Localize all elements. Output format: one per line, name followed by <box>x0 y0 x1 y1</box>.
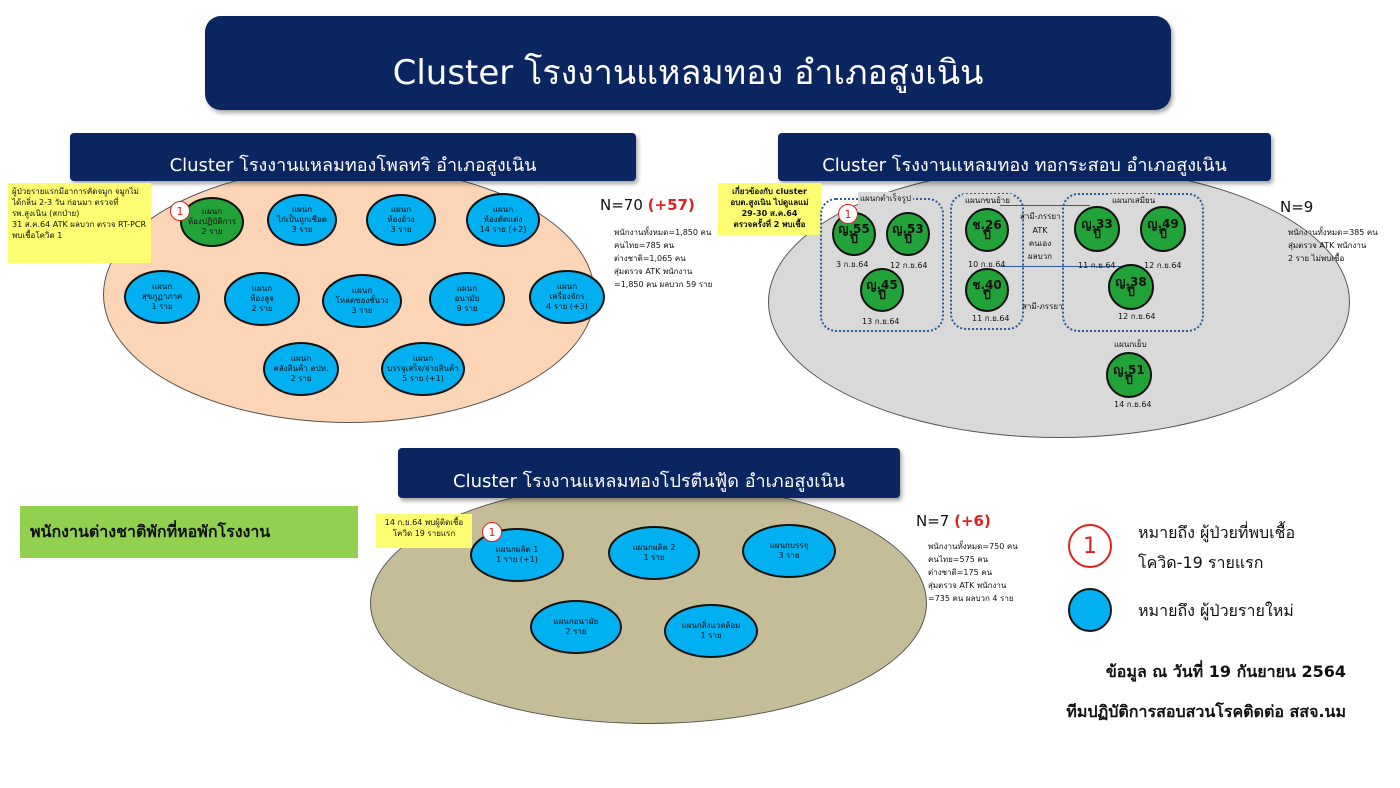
cluster2-title: Cluster โรงงานแหลมทอง ทอกระสอบ อำเภอสูงเ… <box>822 154 1227 176</box>
group-finished-goods-title: แผนกตำเร็จรูป <box>858 192 913 205</box>
relation-mid-label: ATK คนเอง ผลบวก <box>1028 226 1053 261</box>
c2-date-4: 10 ก.ย.64 <box>968 260 1006 269</box>
c2-person-3: ญ.45 ปี <box>860 268 904 312</box>
foreign-workers-box: พนักงานต่างชาติพักที่หอพักโรงงาน <box>20 506 358 558</box>
relation-line-top <box>1000 205 1090 206</box>
c2-person-7: ญ.49 ปี <box>1140 206 1186 252</box>
cluster3-title: Cluster โรงงานแหลมทองโปรตีนฟู้ด อำเภอสูง… <box>453 470 845 492</box>
cluster1-title: Cluster โรงงานแหลมทองโพลทริ อำเภอสูงเนิน <box>169 154 537 176</box>
c2-date-8: 12 ก.ย.64 <box>1118 312 1156 321</box>
relation-top-label: สามี-ภรรยา <box>1020 212 1061 221</box>
legend-first-case-text: หมายถึง ผู้ป่วยที่พบเชื้อ โควิด-19 รายแร… <box>1138 523 1296 572</box>
cluster2-n-label: N=9 <box>1280 198 1314 216</box>
c2-first-case-marker: 1 <box>838 204 858 224</box>
group-clerk-title: แผนกเสมียน <box>1110 194 1158 207</box>
c2-person-2: ญ.53 ปี <box>886 212 930 256</box>
legend-new-case-text: หมายถึง ผู้ป่วยรายใหม่ <box>1138 601 1294 620</box>
cluster2-stats: พนักงานทั้งหมด=385 คน สุ่มตรวจ ATK พนักง… <box>1288 228 1378 263</box>
c2-person-6: ญ.33 ปี <box>1074 206 1120 252</box>
cluster2-banner: Cluster โรงงานแหลมทอง ทอกระสอบ อำเภอสูงเ… <box>778 133 1271 181</box>
footer-date: ข้อมูล ณ วันที่ 19 กันยายน 2564 <box>1105 662 1346 681</box>
c2-date-2: 12 ก.ย.64 <box>890 261 928 270</box>
relation-line-bottom <box>1000 266 1125 267</box>
c2-person-4: ช.26 ปี <box>965 208 1009 252</box>
c2-date-9: 14 ก.ย.64 <box>1114 400 1152 409</box>
footer-team: ทีมปฏิบัติการสอบสวนโรคติดต่อ สสจ.นม <box>1066 702 1346 721</box>
c2-date-6: 11 ก.ย.64 <box>1078 261 1116 270</box>
c1-node-10: แผนกคลังสินค้า ตปท.2 ราย <box>263 342 339 396</box>
cluster3-note: 14 ก.ย.64 พบผู้ติดเชื้อ โควิด 19 รายแรก <box>376 514 472 548</box>
c2-person-9: ญ.51 ปี <box>1106 352 1152 398</box>
cluster1-note: ผู้ป่วยรายแรกมีอาการคัดจมูก จมูกไม่ได้กล… <box>8 183 151 263</box>
c3-first-case-marker: 1 <box>482 522 502 542</box>
main-title-banner: Cluster โรงงานแหลมทอง อำเภอสูงเนิน <box>205 16 1171 110</box>
cluster3-stats: พนักงานทั้งหมด=750 คน คนไทย=575 คน ต่างช… <box>928 542 1018 603</box>
c2-date-3: 13 ก.ย.64 <box>862 317 900 326</box>
legend-first-case-icon: 1 <box>1068 524 1112 568</box>
cluster3-n-label: N=7 (+6) <box>916 512 991 530</box>
cluster1-banner: Cluster โรงงานแหลมทองโพลทริ อำเภอสูงเนิน <box>70 133 636 181</box>
page-title: Cluster โรงงานแหลมทอง อำเภอสูงเนิน <box>392 53 984 93</box>
cluster1-n-label: N=70 (+57) <box>600 196 695 214</box>
c2-date-7: 12 ก.ย.64 <box>1144 261 1182 270</box>
group-transport-title: แผนกขนย้าย <box>963 194 1012 207</box>
cluster2-note: เกี่ยวข้องกับ cluster อบต.สูงเนิน ไปดูแล… <box>718 183 821 235</box>
foreign-workers-text: พนักงานต่างชาติพักที่หอพักโรงงาน <box>30 521 271 541</box>
c2-person-8: ญ.38 ปี <box>1108 264 1154 310</box>
c3-node-3: แผนกบรรจุ3 ราย <box>742 524 836 578</box>
relation-bottom-label: สามี-ภรรยา <box>1022 302 1063 311</box>
c1-first-case-marker: 1 <box>170 201 190 221</box>
cluster3-banner: Cluster โรงงานแหลมทองโปรตีนฟู้ด อำเภอสูง… <box>398 448 900 498</box>
legend-new-case-icon <box>1068 588 1112 632</box>
c2-date-1: 3 ก.ย.64 <box>836 260 869 269</box>
c2-person-5: ช.40 ปี <box>965 268 1009 312</box>
c2-date-5: 11 ก.ย.64 <box>972 314 1010 323</box>
group-sewing-title: แผนกเย็บ <box>1112 338 1149 351</box>
cluster1-stats: พนักงานทั้งหมด=1,850 คน คนไทย=785 คน ต่า… <box>614 228 713 289</box>
